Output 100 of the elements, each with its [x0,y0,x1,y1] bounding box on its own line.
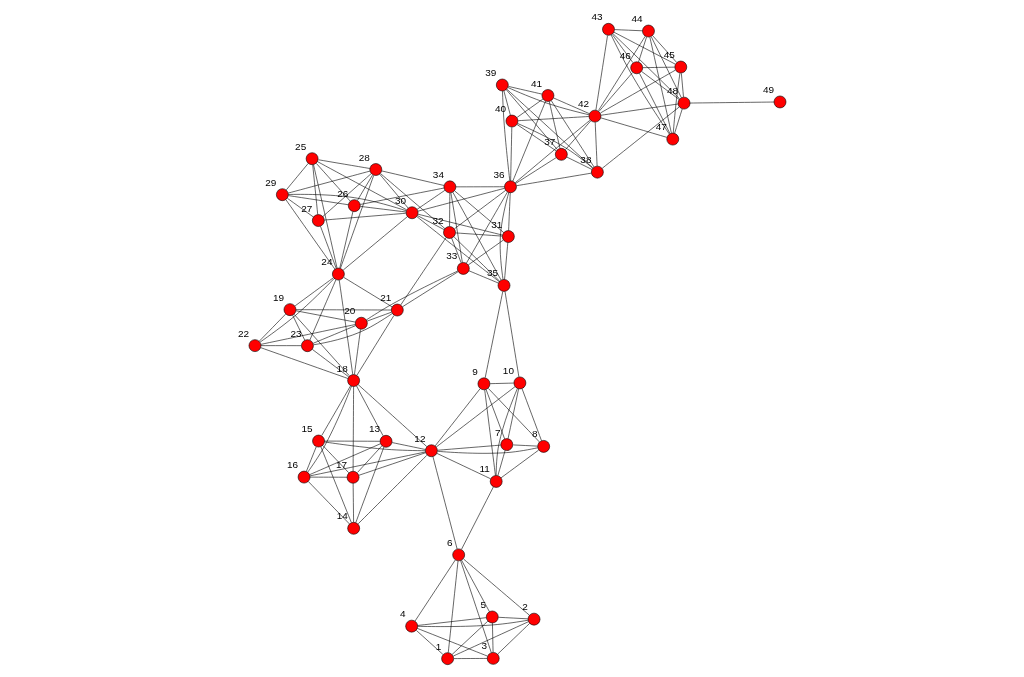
connector [514,120,591,184]
node-label: 49 [762,83,775,95]
connector [452,191,502,281]
connector [417,619,529,627]
node-label: 22 [237,327,250,339]
connector [322,173,372,217]
node-label: 24 [321,256,333,268]
node-label: 36 [493,168,505,180]
node-circle [457,262,470,275]
connector [611,34,634,63]
node-label: 10 [502,364,514,376]
node-circle [348,199,361,212]
node-label: 17 [336,459,348,471]
connector [435,386,516,448]
connector [400,237,447,306]
node-circle [513,376,527,390]
node-circle [283,303,297,316]
node-label: 32 [432,214,444,226]
node-label: 15 [301,423,313,435]
connector [417,188,505,212]
connector [357,445,383,473]
node-circle [443,226,456,239]
connector [416,216,500,282]
node-label: 2 [522,601,528,613]
node-circle [500,438,514,451]
connector [355,446,385,523]
node-label: 12 [414,432,426,444]
connector [507,87,590,116]
node-circle [502,230,515,243]
connector [613,31,676,65]
connector [641,71,680,100]
node-circle [486,652,500,665]
connector [288,195,349,205]
connector [288,194,407,212]
connector [357,174,373,201]
node-label: 1 [435,640,442,652]
connector [309,451,426,477]
connector [322,445,350,474]
node-circle [588,109,602,123]
node-circle [452,548,465,562]
connector [293,314,350,377]
node-label: 18 [336,362,348,374]
connector [650,36,682,98]
node-label: 40 [494,103,507,115]
connector [339,211,354,269]
connector [516,98,544,118]
node-circle [297,470,311,484]
node-circle [630,61,643,75]
connector [417,617,487,626]
connector [485,389,505,440]
node-label: 35 [486,267,499,279]
connector [499,192,510,280]
node-circle [527,612,541,626]
node-label: 38 [580,154,592,166]
connector [517,123,594,169]
connector [565,120,592,150]
connector [312,164,318,215]
node-circle [441,652,454,665]
node-label: 46 [619,49,631,61]
connector [380,173,446,229]
connector [287,170,371,194]
connector [260,324,356,345]
node-circle [425,444,438,458]
node-label: 29 [265,176,277,188]
connector [309,279,337,341]
node-label: 9 [472,365,478,377]
connector [602,106,680,169]
connector [416,628,488,657]
node-label: 21 [380,292,392,304]
node-label: 48 [667,85,679,97]
connector [379,173,409,209]
connector [455,232,503,237]
node-circle [477,377,491,391]
node-circle [674,60,688,74]
connector [487,388,540,443]
connector [352,386,354,472]
node-circle [443,180,457,194]
connector [451,620,489,655]
connector [468,239,504,266]
node-label: 13 [369,423,381,435]
connector [461,559,490,612]
node-label: 26 [337,187,349,199]
node-label: 33 [446,250,458,262]
node-label: 30 [395,194,407,206]
node-label: 23 [290,327,302,339]
node-circle [489,475,503,488]
connector [340,175,374,269]
connector [516,124,557,152]
connector [452,621,529,657]
node-label: 6 [446,536,453,548]
node-label: 5 [480,598,487,610]
connector [391,442,426,450]
connector [447,560,459,653]
connector [515,157,557,184]
connector [313,313,393,346]
connector [343,277,393,308]
node-circle [405,206,419,220]
connector [357,384,428,447]
node-circle [666,132,680,146]
connector [449,192,451,227]
